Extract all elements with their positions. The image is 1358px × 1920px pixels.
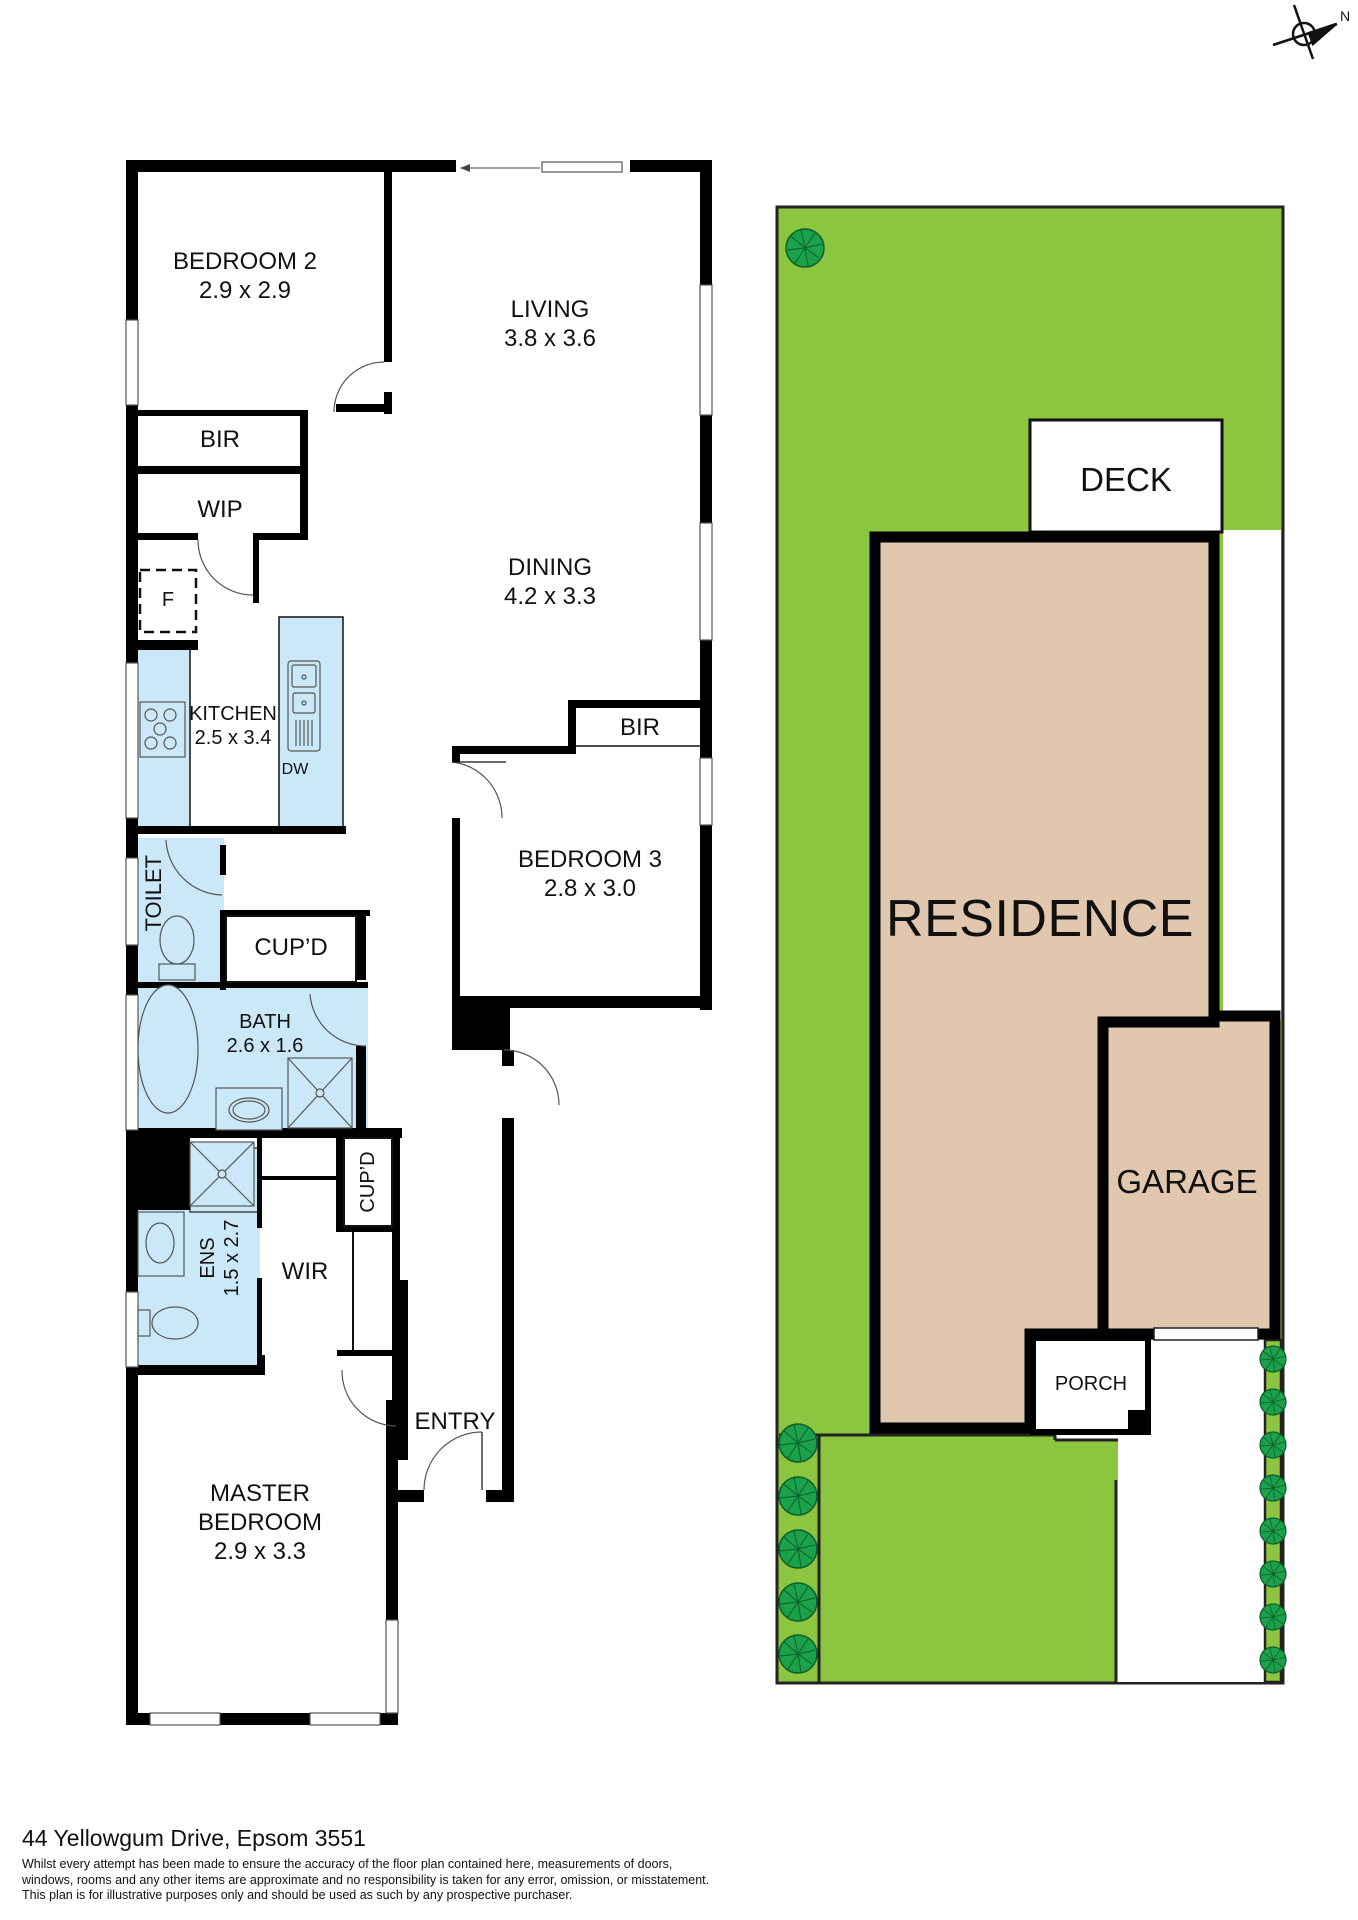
room-size: 4.2 x 3.3 bbox=[503, 582, 597, 610]
disclaimer-line: Whilst every attempt has been made to en… bbox=[22, 1857, 673, 1871]
room-name: ENTRY bbox=[414, 1408, 496, 1435]
site-garage-label: GARAGE bbox=[1116, 1163, 1258, 1200]
room-cupboard-2: CUP’D bbox=[356, 1142, 380, 1222]
room-name: CUP’D bbox=[357, 1151, 379, 1213]
room-dining: DINING 4.2 x 3.3 bbox=[470, 554, 630, 612]
north-arrow-icon bbox=[1272, 4, 1338, 60]
room-name: LIVING bbox=[510, 296, 590, 323]
room-size: 2.9 x 3.3 bbox=[213, 1537, 307, 1565]
room-living: LIVING 3.8 x 3.6 bbox=[470, 296, 630, 354]
site-residence-label: RESIDENCE bbox=[886, 890, 1194, 948]
room-size: 3.8 x 3.6 bbox=[503, 324, 597, 352]
room-name: DINING bbox=[508, 554, 592, 581]
room-name: F bbox=[161, 589, 175, 611]
disclaimer: Whilst every attempt has been made to en… bbox=[22, 1857, 822, 1904]
room-size: 2.6 x 1.6 bbox=[226, 1035, 304, 1057]
room-name: KITCHEN bbox=[189, 703, 277, 725]
room-name: BIR bbox=[619, 714, 660, 741]
disclaimer-line: windows, rooms and any other items are a… bbox=[22, 1872, 710, 1887]
room-name: WIR bbox=[281, 1258, 329, 1285]
room-name: TOILET bbox=[140, 854, 166, 932]
room-wip: WIP bbox=[180, 496, 260, 525]
site-deck-label: DECK bbox=[1080, 461, 1172, 498]
fridge-space: F bbox=[148, 588, 188, 612]
room-name: DW bbox=[281, 761, 309, 778]
room-bir-2: BIR bbox=[600, 714, 680, 743]
room-size: 1.5 x 2.7 bbox=[221, 1219, 243, 1297]
room-master-bedroom: MASTER BEDROOM 2.9 x 3.3 bbox=[180, 1480, 340, 1566]
room-name: BATH bbox=[239, 1011, 291, 1033]
room-ensuite: ENS 1.5 x 2.7 bbox=[196, 1208, 244, 1308]
dishwasher-label: DW bbox=[278, 760, 312, 779]
room-name: BEDROOM 3 bbox=[517, 846, 663, 873]
site-plan bbox=[775, 205, 1287, 1685]
room-bedroom-2: BEDROOM 2 2.9 x 2.9 bbox=[165, 248, 325, 306]
room-name: MASTER bbox=[209, 1480, 310, 1507]
room-bath: BATH 2.6 x 1.6 bbox=[210, 1010, 320, 1058]
room-name: CUP’D bbox=[254, 934, 328, 961]
room-toilet: TOILET bbox=[141, 853, 167, 933]
house-floor-plan bbox=[125, 160, 713, 1726]
room-size: 2.9 x 2.9 bbox=[198, 276, 292, 304]
room-name: BEDROOM 2 bbox=[172, 248, 318, 275]
room-name: BIR bbox=[199, 426, 240, 453]
property-address: 44 Yellowgum Drive, Epsom 3551 bbox=[22, 1825, 366, 1851]
room-cupboard-1: CUP’D bbox=[236, 934, 346, 963]
room-name: ENS bbox=[197, 1237, 219, 1279]
room-size: 2.5 x 3.4 bbox=[194, 727, 272, 749]
room-kitchen: KITCHEN 2.5 x 3.4 bbox=[188, 702, 278, 750]
disclaimer-line: This plan is for illustrative purposes o… bbox=[22, 1888, 573, 1902]
north-label: N bbox=[1340, 8, 1351, 24]
room-size: 2.8 x 3.0 bbox=[543, 874, 637, 902]
site-porch-label: PORCH bbox=[1054, 1373, 1128, 1395]
room-name-2: BEDROOM bbox=[197, 1508, 322, 1536]
room-entry: ENTRY bbox=[405, 1408, 505, 1437]
room-name: WIP bbox=[197, 496, 243, 523]
room-wir: WIR bbox=[270, 1258, 340, 1287]
room-bir-1: BIR bbox=[180, 426, 260, 455]
room-bedroom-3: BEDROOM 3 2.8 x 3.0 bbox=[500, 846, 680, 904]
